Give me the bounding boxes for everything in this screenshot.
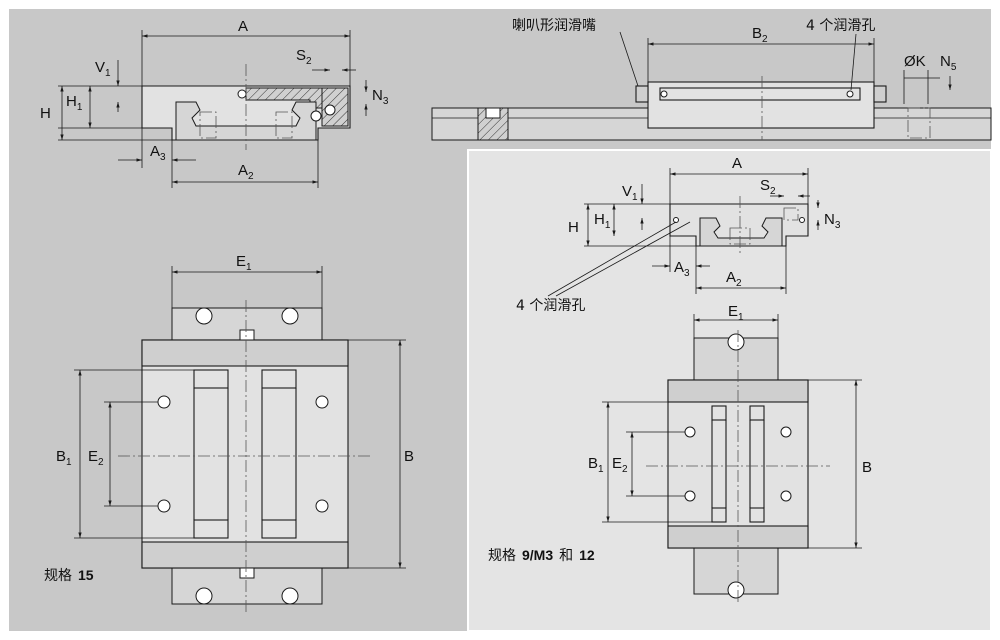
end-seal-right (873, 85, 887, 103)
leader-line (555, 221, 691, 297)
end-cap-top (141, 339, 349, 367)
seal-block (711, 507, 727, 523)
rail-bolt-head (485, 107, 501, 119)
dim-b1-label: B1 (588, 455, 604, 475)
dim-n3-label: N3 (372, 87, 389, 107)
dim-v1-label: V1 (622, 183, 638, 203)
top-right-side-view: B2 喇叭形润滑嘴 4 个润滑孔 ØK N5 (431, 17, 992, 141)
lube-port (237, 89, 247, 99)
ball-1 (324, 104, 336, 116)
rail-hole-left (199, 111, 217, 139)
dim-n3-label: N3 (824, 211, 841, 231)
lube-hole-small (673, 217, 679, 223)
dim-e1-label: E1 (728, 303, 744, 323)
mount-hole (684, 490, 696, 502)
lube-hole-small (783, 207, 799, 221)
dim-e2-label: E2 (88, 448, 104, 468)
leader-line (619, 31, 639, 87)
dim-b-label: B (404, 448, 414, 465)
seal-block (261, 369, 297, 389)
grease-nipple-top (239, 329, 255, 341)
mount-hole (780, 426, 792, 438)
end-cap-bottom (141, 541, 349, 569)
mount-hole (157, 395, 171, 409)
carriage-top-cover (659, 87, 861, 101)
dim-a3-label: A3 (150, 143, 166, 163)
leader-line (547, 221, 677, 297)
rail-hole-top (727, 333, 745, 351)
grease-nipple-label: 喇叭形润滑嘴 (512, 17, 596, 34)
mount-hole (315, 499, 329, 513)
leader-line (850, 33, 857, 91)
grease-nipple-bottom (239, 567, 255, 579)
dim-b2-label: B2 (752, 25, 768, 45)
rail-hole-bottom-left (195, 587, 213, 605)
dim-s2-label: S2 (296, 47, 312, 67)
carriage-plan (141, 339, 349, 569)
top-left-section-view: A A2 A3 H H1 V1 S2 N3 (40, 18, 389, 188)
lube-hole-right (846, 90, 854, 98)
lube-hole-small (799, 217, 805, 223)
dim-h-label: H (568, 219, 579, 236)
dim-e1-label: E1 (236, 253, 252, 273)
dim-h1-label: H1 (594, 211, 611, 231)
rail-profile-small (699, 217, 783, 247)
seal-block (193, 519, 229, 539)
mount-hole (684, 426, 696, 438)
rail-hole-right (275, 111, 293, 139)
dim-a3-label: A3 (674, 259, 690, 279)
dim-e2-label: E2 (612, 455, 628, 475)
dim-h-label: H (40, 105, 51, 122)
mount-hole (157, 499, 171, 513)
seal-block (711, 405, 727, 421)
section-hatch-side (321, 87, 349, 127)
end-seal-left (635, 85, 649, 103)
lube-hole-left (660, 90, 668, 98)
seal-block (749, 405, 765, 421)
dim-v1-label: V1 (95, 59, 111, 79)
mount-hole (780, 490, 792, 502)
rail-hole-top-right (281, 307, 299, 325)
dim-k-label: ØK (904, 53, 926, 70)
mount-hole (315, 395, 329, 409)
rail-profile (175, 101, 317, 141)
lube-holes-label: 4 个润滑孔 (516, 297, 585, 314)
seal-block (749, 507, 765, 523)
rail-hole-top-left (195, 307, 213, 325)
dim-b-label: B (862, 459, 872, 476)
dim-n5-label: N5 (940, 53, 957, 73)
dim-b1-label: B1 (56, 448, 72, 468)
seal-block (193, 369, 229, 389)
seal-block (261, 519, 297, 539)
bottom-right-views: A A2 A3 H H1 V1 S2 N3 4 个润滑孔 (488, 155, 872, 604)
dim-s2-label: S2 (760, 177, 776, 197)
rail-hole-dashed (907, 107, 931, 139)
dim-a2-label: A2 (238, 162, 254, 182)
dim-a-label: A (238, 18, 248, 35)
dim-a2-label: A2 (726, 269, 742, 289)
dim-h1-label: H1 (66, 93, 83, 113)
rail-hole-bottom (727, 581, 745, 599)
lube-holes-label: 4 个润滑孔 (806, 17, 875, 34)
ball-2 (310, 110, 322, 122)
rail-hole-bottom-right (281, 587, 299, 605)
dim-a-label: A (732, 155, 742, 172)
